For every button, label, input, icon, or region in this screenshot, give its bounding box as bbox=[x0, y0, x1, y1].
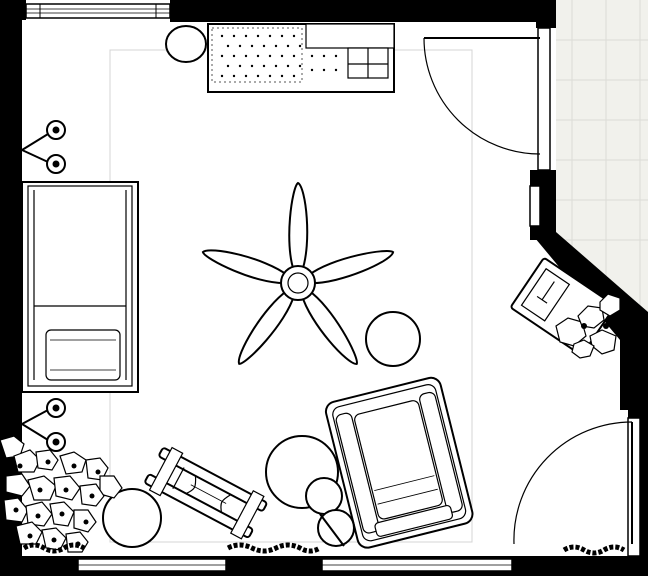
desk-plant bbox=[555, 293, 621, 359]
floor-lamp bbox=[305, 477, 355, 547]
corner-desk bbox=[510, 257, 616, 356]
armchair bbox=[324, 376, 474, 549]
floor-cable-middle bbox=[226, 542, 322, 554]
exterior-area bbox=[556, 0, 648, 330]
window-bottom-left bbox=[77, 558, 227, 572]
ottoman bbox=[365, 311, 421, 367]
window-bottom-right bbox=[321, 558, 513, 572]
round-table bbox=[102, 488, 162, 548]
rocking-chair bbox=[144, 446, 268, 540]
door-top-right bbox=[423, 27, 551, 171]
wall-sconce-lower bbox=[21, 398, 66, 452]
window-top bbox=[25, 3, 171, 19]
potted-plant bbox=[0, 435, 123, 553]
door-jamb bbox=[529, 185, 541, 227]
door-bottom-right bbox=[513, 417, 641, 557]
dresser bbox=[165, 23, 395, 93]
floor-cable-left bbox=[22, 542, 86, 554]
daybed bbox=[21, 181, 139, 393]
wall-sconce-upper bbox=[21, 120, 66, 174]
floor-cable-right bbox=[562, 544, 626, 556]
ceiling-fan bbox=[201, 181, 395, 365]
